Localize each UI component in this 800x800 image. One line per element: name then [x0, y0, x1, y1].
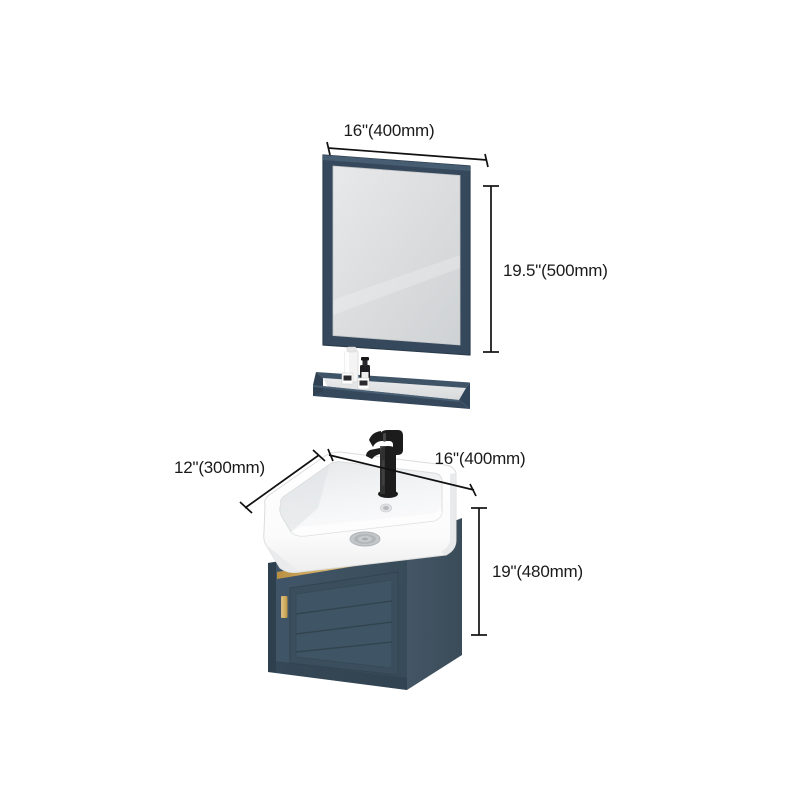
vanity-cabinet: [263, 430, 462, 690]
dimension-mirror-height: 19.5"(500mm): [483, 185, 608, 353]
dimension-mirror-width: 16"(400mm): [326, 121, 489, 168]
vanity-height-label: 19"(480mm): [492, 562, 583, 581]
gold-handle[interactable]: [281, 596, 288, 618]
mirror: [322, 154, 471, 356]
mirror-glass: [332, 165, 461, 346]
basin-rim-sheen: [441, 473, 456, 555]
mirror-height-label: 19.5"(500mm): [503, 261, 608, 280]
overflow-hole: [380, 503, 392, 513]
door-grooves: [295, 600, 393, 653]
mirror-width-label: 16"(400mm): [344, 121, 435, 140]
small-label-box-left: [341, 372, 354, 385]
drain-grate: [349, 531, 381, 547]
mirror-frame-highlight: [323, 155, 470, 171]
basin-bowl-left-shade: [279, 464, 330, 532]
shelf-items: [341, 346, 370, 390]
dimension-vanity-depth: 12"(300mm): [174, 449, 326, 514]
ceramic-basin: [263, 451, 457, 573]
shelf-left-cap: [313, 372, 323, 396]
vanity-width-label: 16"(400mm): [435, 449, 526, 468]
basin-bowl-floor: [291, 509, 442, 537]
shelf-right-cap: [459, 382, 470, 409]
shelf: [313, 372, 470, 409]
dimension-vanity-width: 16"(400mm): [327, 448, 526, 497]
small-dark-dropper-bottle: [360, 357, 370, 381]
cabinet-left-edge: [268, 562, 276, 672]
cabinet-bottom-shadow: [268, 660, 407, 690]
vanity-depth-label: 12"(300mm): [174, 458, 265, 477]
small-label-box-right: [357, 377, 370, 390]
shelf-edge-sheen: [313, 385, 459, 402]
basin-front-rim: [266, 545, 300, 573]
mirror-reflection: [333, 255, 460, 315]
cabinet-side-panel: [407, 518, 462, 690]
dimension-vanity-height: 19"(480mm): [471, 507, 583, 636]
door-panel-inner: [295, 579, 393, 669]
